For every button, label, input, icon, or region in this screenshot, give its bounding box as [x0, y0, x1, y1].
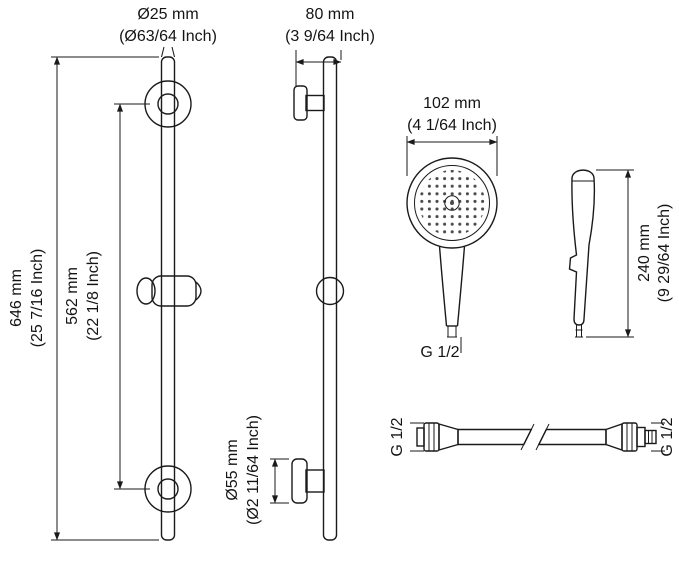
slide-bar-front-dimensions	[51, 46, 175, 541]
slider-lock-knob	[136, 277, 156, 305]
diameter-leader-line	[171, 46, 175, 58]
top-bracket-wall-plate	[293, 85, 308, 121]
hose-right-nut	[621, 422, 638, 452]
bar-span-mm-label: 562 mm	[64, 267, 81, 325]
slider-knob-side	[315, 276, 345, 306]
hose-dimensions	[410, 422, 665, 452]
handle-outline	[438, 245, 466, 327]
handshower-side-dimensions	[586, 169, 634, 338]
shower-head-rim	[406, 157, 498, 249]
hose-assembly	[416, 422, 657, 452]
slide-bar-front-view	[136, 56, 202, 541]
bottom-wall-mount-inner-ring	[157, 478, 179, 500]
head-thread-label: G 1/2	[420, 344, 459, 361]
bar-diameter-mm-label: Ø25 mm	[137, 6, 198, 23]
bar-length-mm-label: 646 mm	[8, 269, 25, 327]
hose-right-thread-stub	[644, 429, 657, 445]
slide-bar-side-view	[291, 56, 345, 541]
handshower-front-dimensions	[406, 136, 498, 176]
hose-left-nipple	[416, 427, 425, 447]
center-nozzle-ring	[444, 195, 460, 211]
top-wall-mount-inner-ring	[157, 93, 179, 115]
hose-left-ferrule	[438, 423, 459, 451]
slide-bar-tube-side	[322, 56, 338, 541]
top-wall-mount-flange	[144, 80, 192, 128]
handshower-side-silhouette	[568, 169, 596, 326]
slide-bar-side-dimensions	[270, 50, 342, 504]
top-bracket-arm	[305, 94, 325, 112]
slider-holder-body	[151, 275, 197, 307]
head-length-mm-label: 240 mm	[636, 224, 653, 282]
flange-diameter-inch-label: (Ø2 11/64 Inch)	[245, 415, 262, 525]
slide-bar-tube	[160, 56, 176, 541]
hose-flex-body-left	[457, 428, 533, 446]
bar-length-inch-label: (25 7/16 Inch)	[29, 249, 46, 348]
hose-flex-body-right	[537, 428, 607, 446]
hose-left-thread-label: G 1/2	[389, 417, 406, 456]
wall-offset-mm-label: 80 mm	[306, 6, 355, 23]
hose-left-nut	[423, 422, 440, 452]
bar-span-inch-label: (22 1/8 Inch)	[85, 251, 102, 341]
bottom-wall-mount-flange	[144, 465, 192, 513]
flange-diameter-mm-label: Ø55 mm	[224, 439, 241, 500]
shower-head-face-ring	[414, 165, 490, 241]
diameter-leader-line	[161, 46, 165, 58]
bottom-bracket-arm	[305, 469, 325, 493]
hose-right-ferrule	[605, 423, 623, 451]
bar-diameter-inch-label: (Ø63/64 Inch)	[119, 28, 217, 45]
handshower-front-view	[406, 157, 498, 353]
head-width-mm-label: 102 mm	[423, 95, 481, 112]
slider-holder-cradle	[195, 281, 202, 301]
hose-right-thread-label: G 1/2	[659, 417, 676, 456]
bottom-bracket-wall-flange	[291, 458, 308, 504]
hose-right-collar	[636, 426, 646, 448]
wall-offset-inch-label: (3 9/64 Inch)	[285, 28, 375, 45]
handshower-side-view	[568, 169, 596, 338]
head-length-inch-label: (9 29/64 Inch)	[656, 204, 673, 303]
center-nozzle-dot	[450, 201, 454, 205]
head-width-inch-label: (4 1/64 Inch)	[407, 117, 497, 134]
hose-break-line	[520, 423, 535, 451]
